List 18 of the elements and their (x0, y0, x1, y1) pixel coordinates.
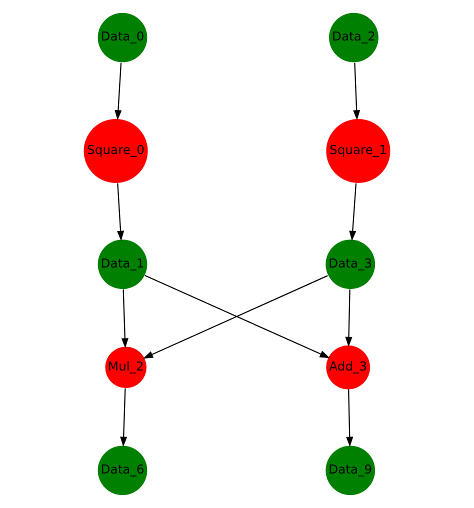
arrow (114, 62, 122, 120)
arrow (353, 62, 360, 120)
node-circle: Mul_2 (105, 346, 147, 388)
arrow (345, 289, 352, 347)
node-circle: Data_0 (98, 12, 148, 62)
node-circle: Add_3 (326, 345, 370, 390)
arrow (346, 389, 354, 447)
node-circle: Data_6 (98, 446, 148, 496)
node-circle: Square_1 (326, 118, 390, 183)
arrow (349, 183, 357, 241)
arrow (120, 388, 128, 447)
node-circle: Data_3 (326, 240, 376, 290)
node-circle: Data_2 (329, 12, 378, 62)
arrow (117, 183, 124, 241)
node-circle: Square_0 (84, 118, 148, 183)
node-circle: Data_1 (98, 240, 148, 290)
arrow (121, 289, 128, 348)
node-circle: Data_9 (326, 446, 376, 496)
